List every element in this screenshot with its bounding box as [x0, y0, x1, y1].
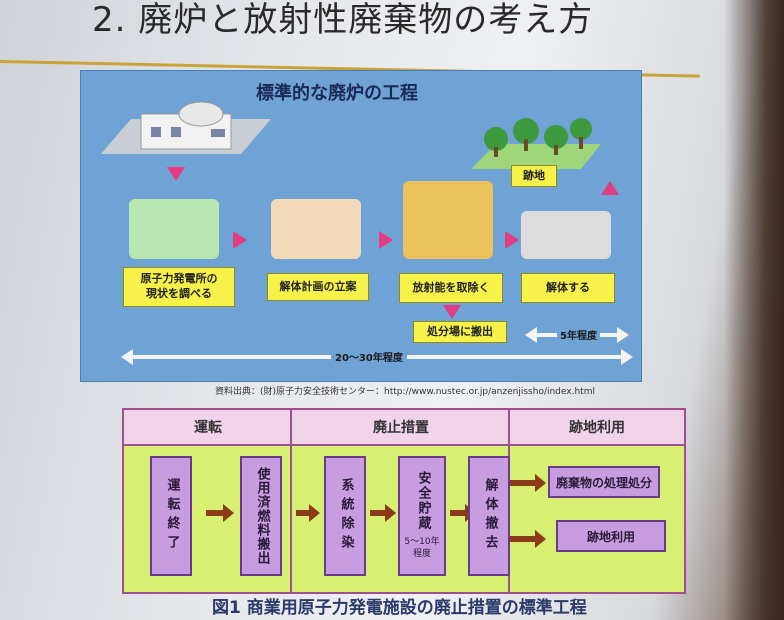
flow-arrow-icon	[296, 504, 320, 522]
box-dismantle-removal: 解体撤去	[468, 456, 510, 576]
screen-edge-shadow	[724, 0, 784, 620]
step-dismantle: 解体する	[521, 273, 615, 303]
step-plan: 解体計画の立案	[267, 273, 369, 301]
span-20-30yr-label: 20～30年程度	[331, 349, 407, 364]
slide-title: 2. 廃炉と放射性廃棄物の考え方	[92, 0, 594, 40]
span-left-tip	[121, 349, 133, 365]
decommissioning-standard-process-diagram: 運転 廃止措置 跡地利用 運転終了 使用済燃料搬出 系統除染 安全貯蔵 5～10…	[122, 408, 686, 594]
flow-arrow-icon	[370, 504, 396, 522]
greenery-illustration	[471, 118, 601, 169]
power-plant-illustration	[101, 101, 271, 154]
box-spent-fuel-removal: 使用済燃料搬出	[240, 456, 282, 576]
planning-meeting-illustration	[271, 199, 361, 259]
header-decommissioning: 廃止措置	[373, 420, 429, 436]
span-right-tip	[617, 327, 629, 343]
span-right-tip	[621, 349, 633, 365]
flow-arrow-icon	[510, 474, 546, 492]
span-left-tip	[525, 327, 537, 343]
flow-arrow-icon	[510, 530, 546, 548]
box-waste-disposal: 廃棄物の処理処分	[548, 466, 660, 498]
box-safe-storage: 安全貯蔵 5～10年程度	[398, 456, 446, 576]
span-5yr-label: 5年程度	[557, 327, 600, 342]
column-divider	[290, 410, 292, 592]
header-site-reuse: 跡地利用	[569, 420, 625, 436]
diagram-header	[124, 410, 684, 446]
box-system-decontamination: 系統除染	[324, 456, 366, 576]
right-arrow-icon	[505, 231, 519, 249]
flow-arrow-icon	[206, 504, 234, 522]
decommissioning-process-figure: 標準的な廃炉の工程 跡地 原子力発電所の 現状を調べる 解体計画の立案	[80, 70, 642, 382]
landing-label: 跡地	[511, 165, 557, 187]
step-remove-radiation: 放射能を取除く	[399, 273, 503, 303]
right-arrow-icon	[379, 231, 393, 249]
dismantling-illustration	[521, 211, 611, 259]
figure-caption: 図1 商業用原子力発電施設の廃止措置の標準工程	[212, 598, 587, 618]
up-arrow-icon	[601, 181, 619, 195]
box-end-operation: 運転終了	[150, 456, 192, 576]
source-credit: 資料出典：(財)原子力安全技術センター：http://www.nustec.or…	[215, 387, 595, 397]
storage-period: 5～10年程度	[404, 537, 440, 559]
figure-title: 標準的な廃炉の工程	[256, 83, 418, 104]
flow-arrow-icon	[450, 504, 476, 522]
box-site-reuse: 跡地利用	[556, 520, 666, 552]
right-arrow-icon	[233, 231, 247, 249]
radiation-removal-illustration	[403, 181, 493, 259]
down-arrow-icon	[443, 305, 461, 319]
down-arrow-icon	[167, 167, 185, 181]
header-operation: 運転	[194, 420, 222, 436]
survey-workers-illustration	[129, 199, 219, 259]
disposal-label: 処分場に搬出	[413, 321, 507, 343]
step-survey: 原子力発電所の 現状を調べる	[123, 267, 235, 307]
